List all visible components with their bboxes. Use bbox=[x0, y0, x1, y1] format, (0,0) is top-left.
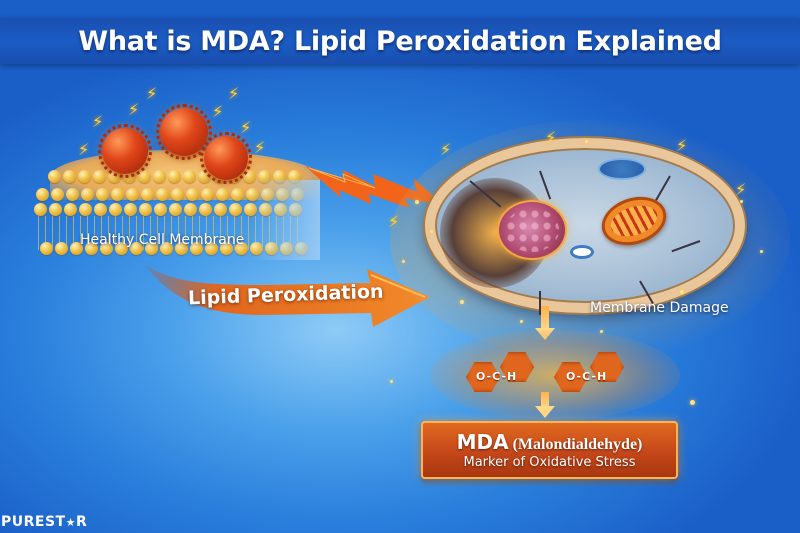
sparkle bbox=[585, 140, 588, 143]
lightning-icon: ⚡ bbox=[228, 84, 240, 103]
sparkle bbox=[390, 380, 393, 383]
molecule-formula: O-C-H bbox=[476, 370, 518, 383]
mda-title: MDA (Malondialdehyde) bbox=[457, 430, 643, 454]
lightning-icon: ⚡ bbox=[240, 118, 252, 137]
free-radical-icon bbox=[156, 104, 212, 160]
sparkle bbox=[690, 400, 695, 405]
membrane-damage-label: Membrane Damage bbox=[590, 300, 729, 316]
lightning-icon: ⚡ bbox=[128, 100, 140, 119]
mda-subtitle: Marker of Oxidative Stress bbox=[463, 455, 636, 470]
sparkle bbox=[402, 260, 405, 263]
mda-full-name: (Malondialdehyde) bbox=[512, 436, 643, 453]
logo-text-suffix: R bbox=[75, 514, 88, 530]
lightning-icon: ⚡ bbox=[440, 140, 452, 159]
arrow-shaft bbox=[541, 392, 549, 408]
hexagon-shape bbox=[590, 352, 624, 382]
molecule-formula: O-C-H bbox=[566, 370, 608, 383]
logo-text-prefix: PUREST bbox=[1, 514, 66, 530]
lightning-icon: ⚡ bbox=[78, 140, 90, 159]
lightning-icon: ⚡ bbox=[388, 212, 400, 231]
lightning-icon: ⚡ bbox=[212, 102, 224, 121]
hexagon-shape bbox=[554, 362, 588, 392]
healthy-membrane-label: Healthy Cell Membrane bbox=[80, 232, 245, 248]
lightning-icon: ⚡ bbox=[254, 138, 266, 157]
small-vesicle-icon bbox=[570, 245, 594, 259]
nucleus-icon bbox=[497, 200, 567, 260]
sparkle bbox=[600, 330, 603, 333]
mda-result-box: MDA (Malondialdehyde) Marker of Oxidativ… bbox=[421, 421, 678, 479]
purestar-logo: PUREST★R bbox=[1, 514, 87, 530]
page-title: What is MDA? Lipid Peroxidation Explaine… bbox=[78, 25, 722, 57]
title-banner: What is MDA? Lipid Peroxidation Explaine… bbox=[0, 18, 800, 64]
sparkle bbox=[520, 320, 523, 323]
sparkle bbox=[430, 230, 433, 233]
star-icon: ★ bbox=[65, 516, 76, 529]
sparkle bbox=[760, 250, 763, 253]
vesicle-icon bbox=[598, 158, 646, 180]
lightning-icon: ⚡ bbox=[735, 180, 747, 199]
lightning-icon: ⚡ bbox=[92, 112, 104, 131]
sparkle bbox=[680, 290, 684, 294]
lightning-icon: ⚡ bbox=[545, 128, 557, 147]
lightning-icon: ⚡ bbox=[146, 84, 158, 103]
mda-abbreviation: MDA bbox=[456, 430, 509, 454]
sparkle bbox=[415, 200, 419, 204]
sparkle bbox=[460, 300, 464, 304]
lightning-icon: ⚡ bbox=[676, 136, 688, 155]
free-radical-icon bbox=[200, 132, 252, 184]
sparkle bbox=[740, 200, 743, 203]
free-radical-icon bbox=[98, 124, 152, 178]
arrow-shaft bbox=[541, 306, 549, 330]
membrane-fade bbox=[250, 180, 320, 260]
arrow-down-icon bbox=[535, 406, 555, 418]
